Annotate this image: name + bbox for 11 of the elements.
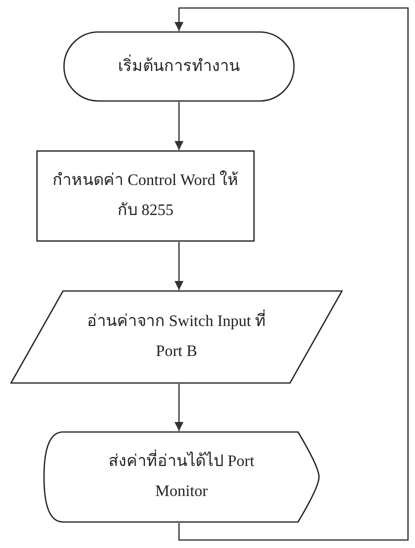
node-text: กำหนดค่า Control Word ให้กับ 8255 (52, 170, 240, 221)
arrow (174, 242, 184, 290)
node-text: เริ่มต้นการทำงาน (118, 52, 240, 82)
process-box (36, 150, 255, 242)
arrow (174, 102, 184, 150)
input-parallelogram (10, 290, 343, 384)
node-text: อ่านค่าจาก Switch Input ที่ Port B (86, 307, 266, 367)
display-shape (43, 431, 320, 523)
arrow (174, 7, 409, 541)
arrow (174, 384, 184, 431)
node-text: ส่งค่าที่อ่านได้ไป Port Monitor (106, 447, 256, 507)
